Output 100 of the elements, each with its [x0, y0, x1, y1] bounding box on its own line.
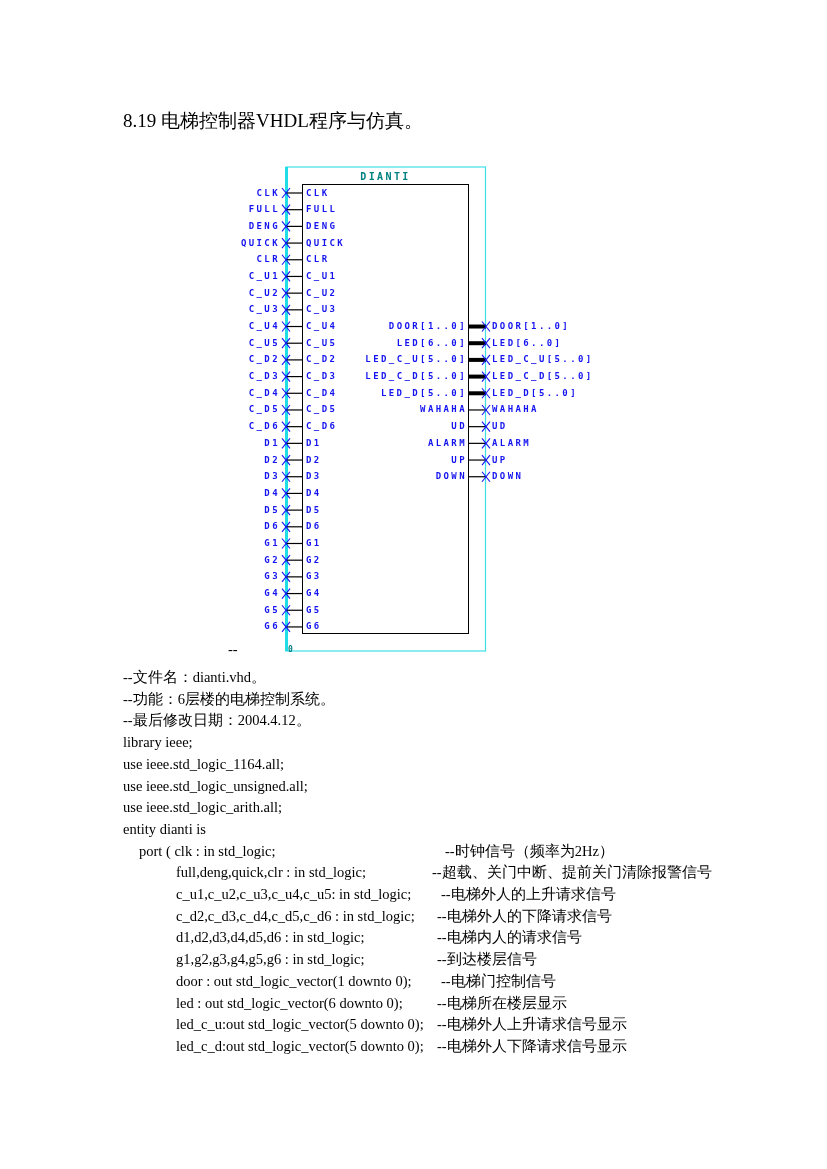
port-label: C_U5	[248, 337, 286, 349]
pin-wire	[281, 387, 303, 399]
port-label: UP	[486, 454, 508, 466]
code-line: port ( clk : in std_logic;	[139, 841, 276, 860]
code-comment: --电梯外人上升请求信号显示	[437, 1015, 627, 1034]
port-label: DOWN	[486, 471, 524, 483]
pin-name: D1	[306, 437, 322, 449]
pin-name: CLR	[306, 254, 330, 266]
port-label: CLR	[256, 254, 286, 266]
code-line: use ieee.std_logic_arith.all;	[123, 798, 283, 817]
port-label: G6	[264, 621, 286, 633]
port-label: UD	[486, 421, 508, 433]
port-label: G2	[264, 554, 286, 566]
port-label: D1	[264, 437, 286, 449]
port-label: WAHAHA	[486, 404, 539, 416]
pin-wire	[468, 404, 491, 416]
port-label: G1	[264, 538, 286, 549]
pin-wire	[281, 538, 303, 549]
port-label: DOOR[1..0]	[486, 321, 571, 332]
pin-wire	[281, 504, 303, 516]
pin-name: G6	[306, 621, 322, 633]
port-label: LED_D[5..0]	[486, 387, 578, 399]
code-comment: --电梯内人的请求信号	[437, 928, 582, 947]
port-label: D5	[264, 504, 286, 516]
pin-wire	[281, 621, 303, 633]
pin-name: C_D2	[306, 354, 338, 366]
pin-wire	[281, 354, 303, 366]
pin-name: C_U5	[306, 337, 338, 349]
port-label: C_D5	[248, 404, 286, 416]
code-line: led_c_d:out std_logic_vector(5 downto 0);	[176, 1036, 424, 1055]
code-line: use ieee.std_logic_1164.all;	[123, 754, 284, 773]
port-label: D2	[264, 454, 286, 466]
port-label: LED_C_D[5..0]	[486, 371, 594, 383]
port-label: CLK	[256, 187, 286, 199]
pin-wire	[281, 237, 303, 249]
port-label: C_D2	[248, 354, 286, 366]
port-label: C_D4	[248, 387, 286, 399]
pin-name: QUICK	[306, 237, 346, 249]
pin-wire	[468, 471, 491, 483]
pin-wire	[281, 521, 303, 533]
pin-name: D3	[306, 471, 322, 483]
pin-wire	[281, 454, 303, 466]
port-label: C_D6	[248, 421, 286, 433]
pin-wire	[469, 321, 491, 332]
port-label: FULL	[248, 204, 286, 216]
pin-name: G1	[306, 538, 322, 549]
code-line: --功能：6层楼的电梯控制系统。	[123, 689, 335, 708]
code-comment: --时钟信号（频率为2Hz）	[445, 841, 614, 860]
code-line: led_c_u:out std_logic_vector(5 downto 0);	[176, 1015, 424, 1034]
port-label: G4	[264, 588, 286, 600]
code-line: library ieee;	[123, 733, 193, 752]
port-label: D4	[264, 487, 286, 499]
pin-name: LED_C_D[5..0]	[365, 371, 467, 383]
pin-wire	[281, 588, 303, 599]
pin-name: D5	[306, 504, 322, 516]
pin-name: G2	[306, 554, 322, 566]
port-label: G5	[264, 604, 286, 616]
pin-name: D2	[306, 454, 322, 466]
code-comment: --电梯外人下降请求信号显示	[437, 1036, 627, 1055]
pin-name: C_D3	[306, 371, 338, 383]
code-line: --	[228, 640, 238, 658]
code-line: d1,d2,d3,d4,d5,d6 : in std_logic;	[176, 928, 365, 947]
pin-name: C_D5	[306, 404, 338, 416]
pin-wire	[281, 421, 303, 432]
port-label: C_U1	[248, 270, 286, 282]
pin-name: G4	[306, 588, 322, 600]
pin-name: G5	[306, 604, 322, 616]
code-line: --最后修改日期：2004.4.12。	[123, 711, 311, 730]
pin-wire	[281, 554, 303, 566]
pin-wire	[281, 287, 303, 299]
port-label: C_U3	[248, 304, 286, 316]
pin-wire	[281, 271, 303, 282]
pin-wire	[468, 421, 491, 432]
port-label: QUICK	[240, 237, 286, 249]
code-comment: --超载、关门中断、提前关门清除报警信号	[432, 863, 712, 882]
code-comment: --电梯外人的下降请求信号	[437, 906, 612, 925]
pin-wire	[468, 454, 491, 466]
pin-name: DOOR[1..0]	[388, 321, 467, 332]
pin-name: C_D4	[306, 387, 338, 399]
pin-wire	[281, 604, 303, 616]
pin-name: UD	[451, 421, 467, 433]
code-line: door : out std_logic_vector(1 downto 0);	[176, 971, 412, 990]
code-line: --文件名：dianti.vhd。	[123, 668, 267, 686]
symbol-name: DIANTI	[359, 171, 412, 182]
code-line: full,deng,quick,clr : in std_logic;	[176, 863, 367, 882]
pin-name: LED[6..0]	[396, 337, 467, 349]
pin-wire	[469, 354, 491, 366]
pin-name: C_U1	[306, 270, 338, 282]
pin-wire	[281, 488, 303, 499]
pin-wire	[281, 571, 303, 583]
pin-name: LED_D[5..0]	[381, 387, 467, 399]
pin-name: D6	[306, 521, 322, 533]
pin-name: FULL	[306, 204, 338, 216]
port-label: D3	[264, 471, 286, 483]
port-label: D6	[264, 521, 286, 533]
code-line: led : out std_logic_vector(6 downto 0);	[176, 993, 403, 1012]
pin-name: LED_C_U[5..0]	[365, 354, 467, 366]
pin-name: G3	[306, 571, 322, 583]
port-label: LED[6..0]	[486, 337, 563, 349]
pin-name: UP	[451, 454, 467, 466]
